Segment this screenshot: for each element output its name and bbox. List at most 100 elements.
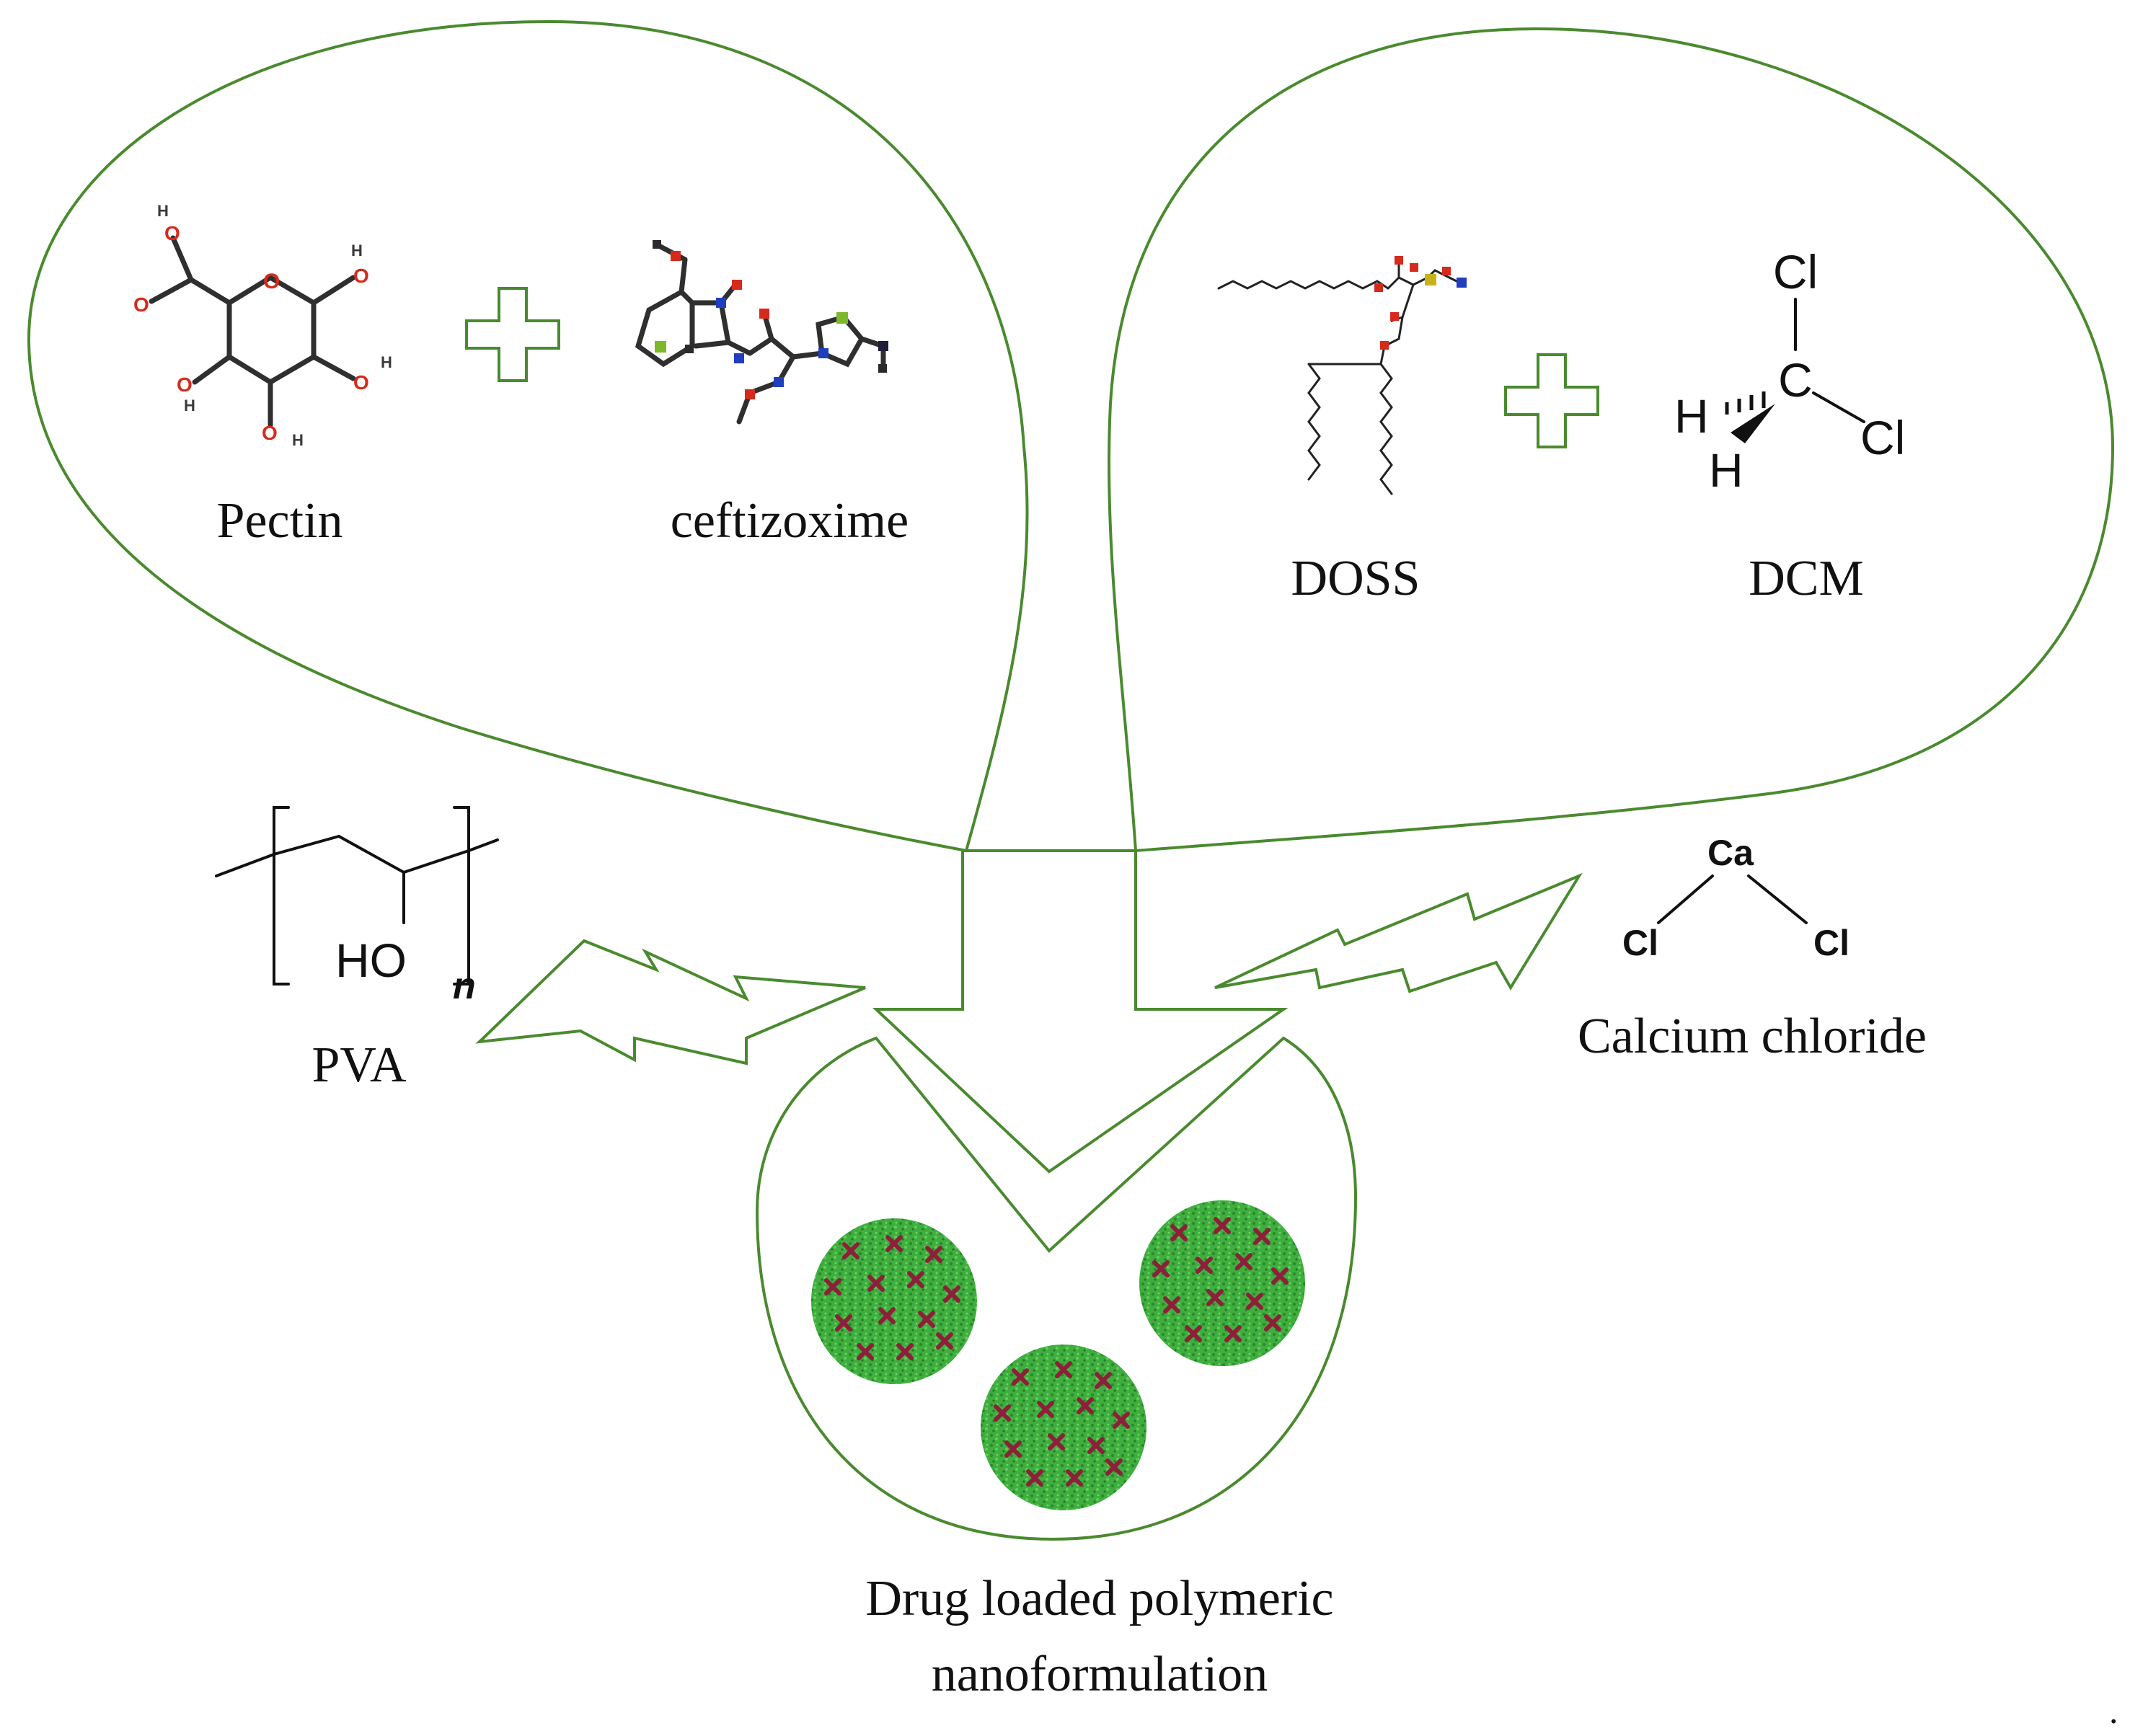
left-balloon-outline bbox=[27, 19, 1029, 853]
drug-mark bbox=[1224, 1325, 1242, 1342]
calcium-chloride-structure: Ca Cl Cl bbox=[1622, 833, 1850, 963]
ceftizoxime-nitrogen-atom bbox=[818, 348, 828, 358]
drug-mark bbox=[1206, 1289, 1224, 1306]
drug-mark bbox=[1066, 1469, 1083, 1487]
ceftizoxime-amine-atom bbox=[878, 341, 888, 351]
ceftizoxime-label: ceftizoxime bbox=[671, 493, 909, 549]
drug-mark bbox=[1055, 1361, 1072, 1378]
drug-mark bbox=[1253, 1228, 1271, 1245]
drug-mark bbox=[1004, 1440, 1022, 1458]
drug-mark bbox=[1087, 1437, 1105, 1454]
ceftizoxime-hydrogen-atom bbox=[653, 240, 661, 249]
downward-arrow-outline bbox=[872, 849, 1289, 1174]
ceftizoxime-oxygen-atom bbox=[671, 251, 681, 261]
dcm-hydrogen-left: H bbox=[1674, 389, 1709, 443]
drug-mark bbox=[824, 1278, 841, 1296]
plus-icon bbox=[465, 287, 560, 382]
pva-structure: HO n bbox=[215, 806, 499, 1007]
doss-oxygen-atom bbox=[1380, 341, 1389, 350]
pectin-oxygen: O bbox=[353, 265, 369, 287]
drug-mark bbox=[1113, 1412, 1130, 1429]
ceftizoxime-hydrogen-atom bbox=[685, 345, 694, 353]
pectin-hydrogen: H bbox=[351, 242, 363, 260]
pva-repeat-n: n bbox=[453, 965, 476, 1007]
drug-mark bbox=[1214, 1217, 1231, 1234]
pectin-hydrogen: H bbox=[292, 431, 304, 449]
pectin-label: Pectin bbox=[217, 493, 343, 549]
drug-mark bbox=[885, 1235, 903, 1252]
ceftizoxime-oxygen-atom bbox=[745, 389, 755, 399]
pectin-oxygen: O bbox=[177, 373, 193, 396]
calcium-atom: Ca bbox=[1707, 833, 1754, 873]
drug-loaded-nanoparticle bbox=[811, 1218, 977, 1384]
ceftizoxime-oxygen-atom bbox=[759, 309, 769, 319]
dcm-structure: Cl C Cl H H bbox=[1674, 245, 1905, 497]
doss-label: DOSS bbox=[1291, 551, 1420, 606]
drug-mark bbox=[1048, 1433, 1065, 1451]
pectin-structure: O O O O O O O H H H H H bbox=[133, 202, 392, 449]
drug-mark bbox=[936, 1332, 953, 1350]
drug-mark bbox=[1012, 1368, 1029, 1386]
left-lightning-bolt bbox=[475, 939, 866, 1066]
drug-mark bbox=[1037, 1401, 1054, 1418]
drug-mark bbox=[842, 1242, 859, 1259]
pectin-hydrogen: H bbox=[157, 202, 169, 220]
drug-mark bbox=[878, 1307, 896, 1324]
drug-mark bbox=[857, 1343, 874, 1360]
pectin-oxygen: O bbox=[353, 371, 369, 394]
drug-mark bbox=[1271, 1267, 1289, 1285]
plus-icon bbox=[1504, 353, 1599, 448]
dcm-label: DCM bbox=[1749, 551, 1863, 606]
pectin-oxygen: O bbox=[133, 293, 149, 316]
drug-mark bbox=[1095, 1372, 1112, 1389]
drug-mark bbox=[1246, 1293, 1263, 1310]
footer-dot: . bbox=[2109, 1691, 2118, 1731]
pectin-hydrogen: H bbox=[184, 397, 195, 415]
ceftizoxime-structure bbox=[635, 240, 888, 425]
drug-mark bbox=[907, 1271, 924, 1288]
doss-oxygen-atom bbox=[1442, 267, 1451, 275]
drug-mark bbox=[994, 1404, 1011, 1422]
doss-oxygen-atom bbox=[1374, 283, 1383, 292]
drug-mark bbox=[1235, 1253, 1252, 1270]
chlorine-atom-right: Cl bbox=[1813, 923, 1850, 963]
drug-mark bbox=[1196, 1257, 1213, 1274]
product-label-line1: Drug loaded polymeric bbox=[865, 1571, 1333, 1626]
dcm-chlorine-top: Cl bbox=[1773, 245, 1818, 298]
right-balloon-outline bbox=[1108, 27, 2115, 853]
drug-loaded-nanoparticle bbox=[981, 1345, 1146, 1510]
drug-mark bbox=[918, 1311, 935, 1328]
ceftizoxime-oxygen-atom bbox=[732, 280, 742, 290]
doss-sulfur-atom bbox=[1425, 274, 1436, 285]
drug-mark bbox=[1026, 1469, 1043, 1487]
ceftizoxime-sulfur-atom bbox=[836, 312, 848, 324]
dcm-carbon: C bbox=[1778, 353, 1813, 407]
pectin-oxygen: O bbox=[164, 222, 180, 244]
drug-loaded-nanoparticle bbox=[1139, 1200, 1305, 1366]
pectin-ring-oxygen: O bbox=[263, 270, 280, 293]
pectin-oxygen: O bbox=[262, 422, 278, 444]
doss-sodium-atom bbox=[1457, 278, 1467, 288]
drug-mark bbox=[896, 1343, 914, 1360]
dcm-chlorine-right: Cl bbox=[1860, 411, 1905, 464]
drug-mark bbox=[1163, 1296, 1180, 1314]
dcm-hydrogen-bottom: H bbox=[1709, 443, 1744, 497]
ceftizoxime-nitrogen-atom bbox=[774, 377, 784, 387]
drug-mark bbox=[1264, 1314, 1281, 1332]
ceftizoxime-sulfur-atom bbox=[655, 341, 666, 353]
drug-mark bbox=[1077, 1397, 1094, 1414]
drug-mark bbox=[925, 1246, 942, 1263]
drug-mark bbox=[1185, 1325, 1202, 1342]
doss-oxygen-atom bbox=[1390, 312, 1399, 321]
drug-mark bbox=[835, 1314, 852, 1332]
pva-label: PVA bbox=[311, 1037, 406, 1093]
chlorine-atom-left: Cl bbox=[1622, 923, 1658, 963]
product-vessel-outline bbox=[755, 1036, 1358, 1541]
calcium-chloride-label: Calcium chloride bbox=[1578, 1009, 1927, 1064]
ceftizoxime-nitrogen-atom bbox=[734, 353, 744, 363]
dcm-solid-wedge bbox=[1731, 404, 1775, 443]
drug-mark bbox=[1105, 1458, 1123, 1476]
doss-oxygen-atom bbox=[1410, 263, 1418, 272]
ceftizoxime-hydrogen-atom bbox=[878, 364, 887, 373]
